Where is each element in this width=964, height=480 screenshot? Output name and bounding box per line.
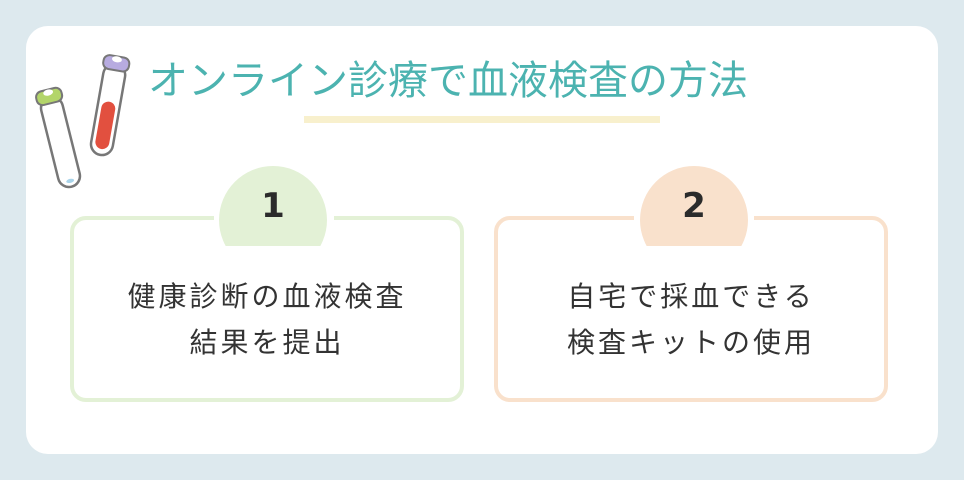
step-2-text: 自宅で採血できる 検査キットの使用	[566, 280, 815, 359]
step-1-box: 健康診断の血液検査 結果を提出	[70, 216, 464, 402]
step-2-badge: 2	[640, 166, 748, 246]
step-1-text: 健康診断の血液検査 結果を提出	[127, 280, 407, 359]
title-underline	[304, 116, 660, 123]
blood-test-tubes-icon	[35, 54, 131, 189]
page-title: オンライン診療で血液検査の方法	[148, 58, 748, 104]
step-2-box: 自宅で採血できる 検査キットの使用	[494, 216, 888, 402]
step-1-badge: 1	[219, 166, 327, 246]
